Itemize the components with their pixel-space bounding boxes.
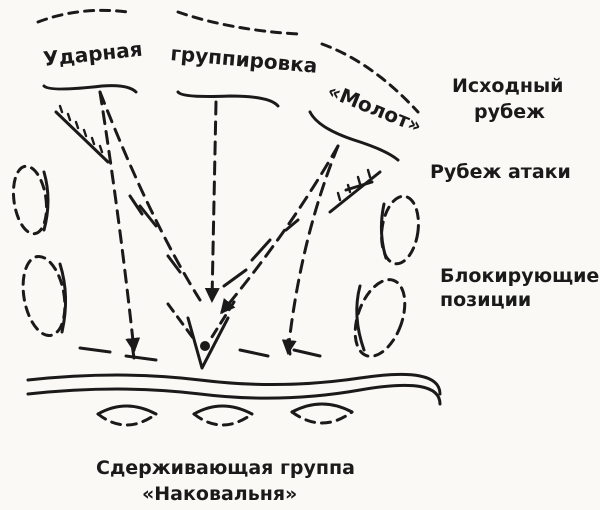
blocking-positions [11, 164, 420, 358]
blocking-label-2: позиции [440, 289, 531, 311]
center-convergence [128, 194, 300, 370]
attack-line [54, 104, 382, 214]
group-label-3: «Молот» [324, 78, 425, 138]
start-line-arcs [36, 8, 420, 114]
anvil-label-1: Сдерживающая группа [96, 457, 355, 479]
attack-line-label: Рубеж атаки [430, 161, 571, 183]
group-label-2: группировка [170, 41, 319, 78]
river [26, 372, 442, 406]
start-line-label-2: рубеж [474, 101, 545, 123]
group-label-1: Ударная [42, 37, 144, 71]
blocking-label-1: Блокирующие [440, 265, 599, 287]
group-brackets [42, 84, 400, 162]
attack-arrows [98, 90, 340, 355]
front-ticks [78, 338, 322, 362]
anvil-label-2: «Наковальня» [142, 483, 297, 505]
anvil-positions [96, 402, 354, 427]
start-line-label-1: Исходный [452, 75, 563, 97]
